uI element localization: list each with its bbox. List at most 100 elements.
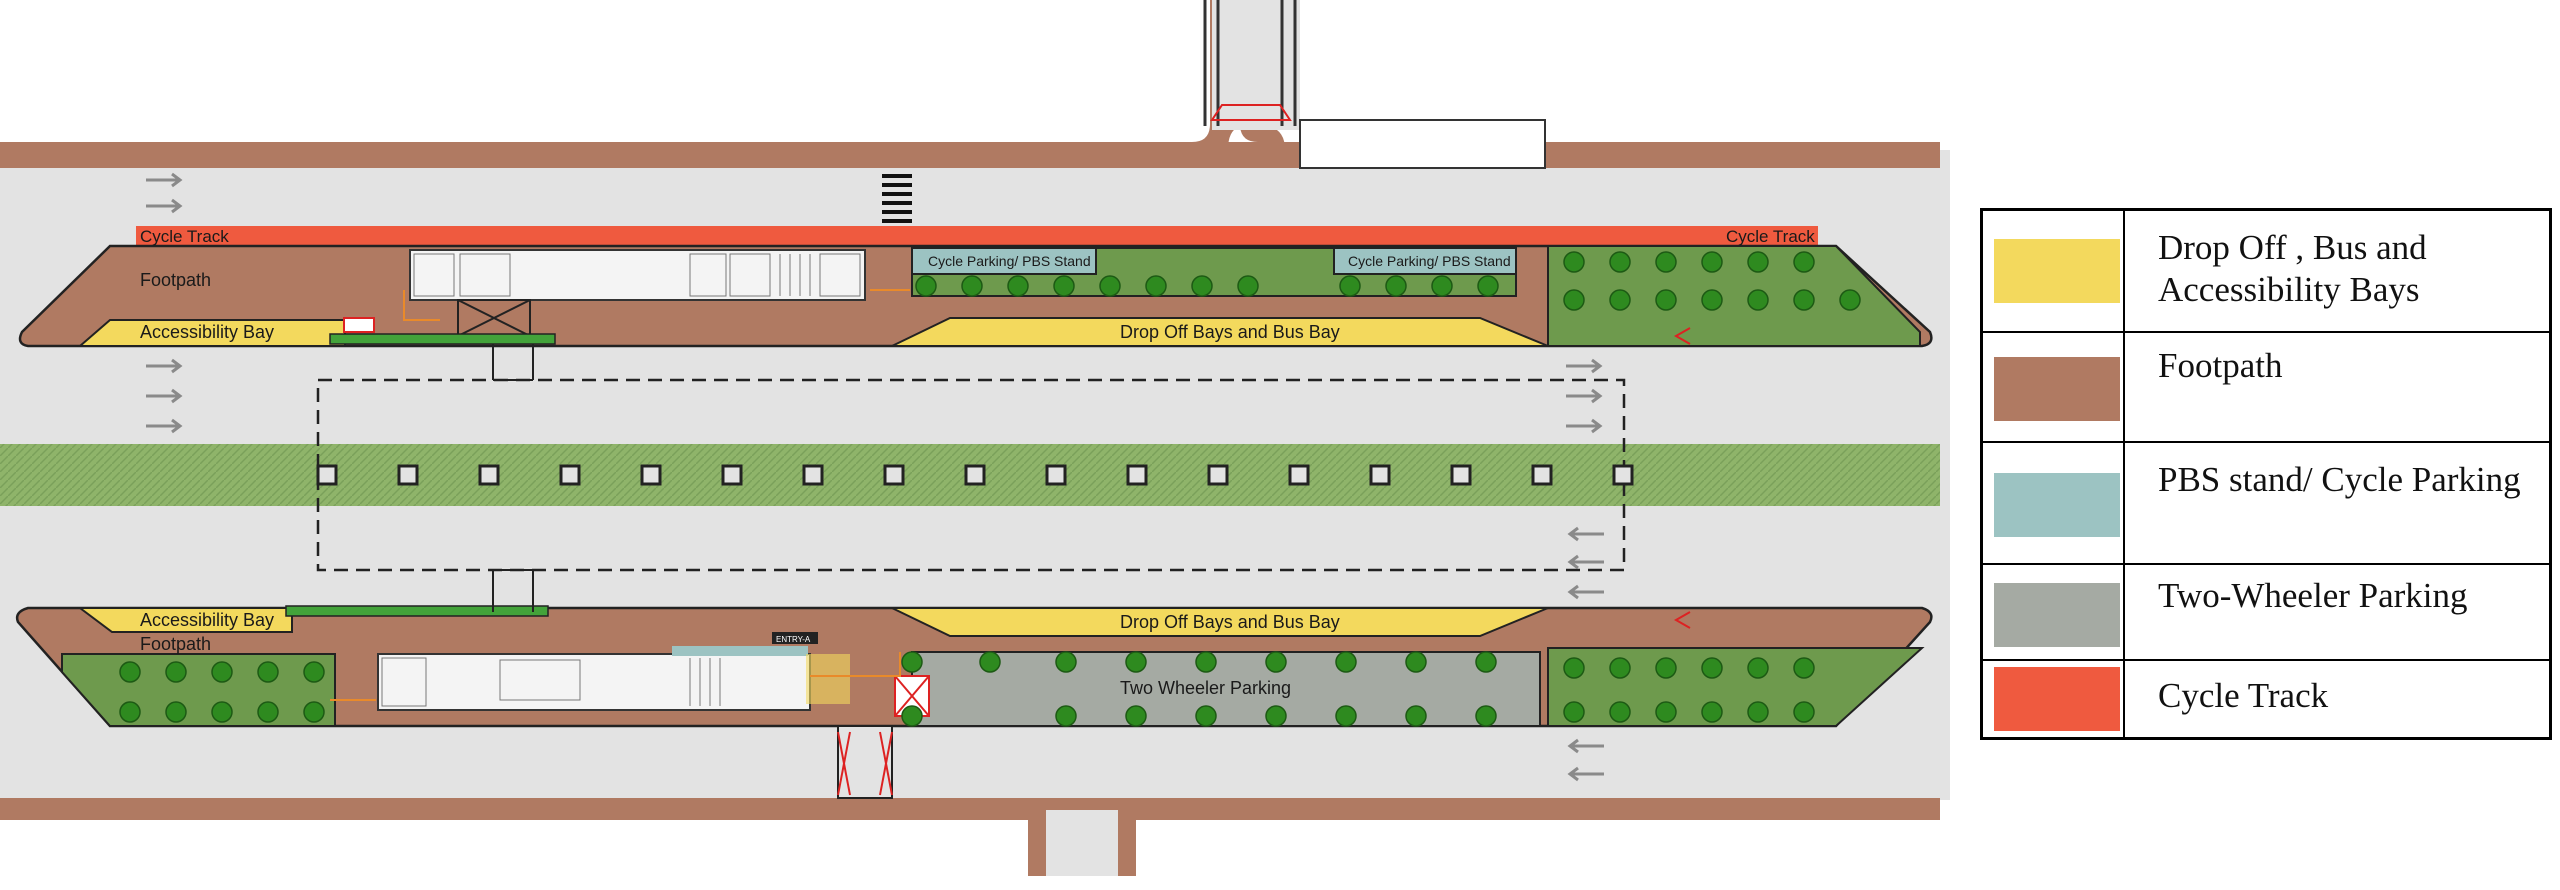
tree-icon <box>1563 701 1585 723</box>
pier <box>1450 464 1472 486</box>
label-footpath-top: Footpath <box>140 270 211 290</box>
tree-icon <box>1191 275 1213 297</box>
legend-divider <box>2123 211 2125 737</box>
tree-icon <box>1405 705 1427 727</box>
tree-icon <box>901 705 923 727</box>
pier <box>1207 464 1229 486</box>
bottom-drop-off-bay <box>891 607 1549 637</box>
tree-icon <box>1793 701 1815 723</box>
arrow-right-icon <box>146 388 183 404</box>
legend: Drop Off , Bus and Accessibility Bays Fo… <box>1980 208 2552 740</box>
tree-icon <box>1747 289 1769 311</box>
top-crosswalk <box>882 174 912 223</box>
pier <box>1126 464 1148 486</box>
trees <box>119 251 1861 727</box>
traffic-arrows <box>146 172 1604 782</box>
tree-icon <box>165 661 187 683</box>
pier <box>1045 464 1067 486</box>
arrow-left-icon <box>1567 584 1604 600</box>
pier <box>964 464 986 486</box>
legend-label-pbs: PBS stand/ Cycle Parking <box>2158 460 2521 499</box>
pier <box>316 464 338 486</box>
station-building-bottom <box>377 653 811 711</box>
arrow-left-icon <box>1567 766 1604 782</box>
tree-icon <box>119 701 141 723</box>
south-road-branch-right <box>1118 798 1136 876</box>
north-road-branch <box>1212 0 1300 130</box>
pier <box>1612 464 1634 486</box>
arrow-right-icon <box>1566 358 1603 374</box>
tree-icon <box>1385 275 1407 297</box>
legend-swatch-two-wheeler <box>1994 583 2120 647</box>
bottom-accessibility-bay <box>77 607 293 633</box>
tree-icon <box>1747 657 1769 679</box>
tree-icon <box>1477 275 1499 297</box>
tree-icon <box>1007 275 1029 297</box>
bottom-perimeter-footpath <box>0 798 1940 820</box>
tree-icon <box>1701 657 1723 679</box>
bottom-green-right <box>1547 647 1925 727</box>
tree-icon <box>1145 275 1167 297</box>
legend-row-footpath: Footpath <box>1983 333 2549 443</box>
tree-icon <box>1335 705 1357 727</box>
red-chevron-bottom <box>1673 611 1691 629</box>
top-pbs-left <box>911 247 1097 275</box>
top-accessibility-bay <box>77 319 346 347</box>
arrow-right-icon <box>146 198 183 214</box>
pier <box>559 464 581 486</box>
pier <box>802 464 824 486</box>
arrow-right-icon <box>146 358 183 374</box>
arrow-right-icon <box>1566 388 1603 404</box>
label-cycle-parking-left: Cycle Parking/ PBS Stand <box>928 253 1091 269</box>
tree-icon <box>979 651 1001 673</box>
tree-icon <box>165 701 187 723</box>
pier <box>883 464 905 486</box>
tree-icon <box>1125 705 1147 727</box>
arrow-right-icon <box>1566 418 1603 434</box>
tree-icon <box>1655 657 1677 679</box>
label-cycle-parking-right: Cycle Parking/ PBS Stand <box>1348 253 1511 269</box>
entry-a-sign <box>772 632 818 644</box>
tree-icon <box>1475 651 1497 673</box>
tree-icon <box>1609 289 1631 311</box>
pier <box>640 464 662 486</box>
tree-icon <box>1793 251 1815 273</box>
tree-icon <box>1747 251 1769 273</box>
tree-icon <box>1475 705 1497 727</box>
tree-icon <box>1265 705 1287 727</box>
label-drop-off-bottom: Drop Off Bays and Bus Bay <box>1120 612 1340 632</box>
tree-icon <box>1405 651 1427 673</box>
legend-swatch-pbs <box>1994 473 2120 537</box>
legend-label-two-wheeler: Two-Wheeler Parking <box>2158 576 2468 615</box>
tree-icon <box>1793 657 1815 679</box>
legend-label-footpath: Footpath <box>2158 346 2283 385</box>
tree-icon <box>1335 651 1357 673</box>
station-building-top <box>409 249 866 301</box>
bottom-green-left <box>61 653 336 727</box>
tree-icon <box>1563 251 1585 273</box>
tree-icon <box>961 275 983 297</box>
tree-icon <box>1655 289 1677 311</box>
top-perimeter-edge <box>0 142 1940 168</box>
legend-swatch-drop-off <box>1994 239 2120 303</box>
arrow-right-icon <box>146 172 183 188</box>
label-cycle-track-left: Cycle Track <box>140 227 229 246</box>
median-piers <box>316 464 1634 486</box>
tree-icon <box>1125 651 1147 673</box>
tree-icon <box>1655 701 1677 723</box>
tree-icon <box>303 661 325 683</box>
pier <box>1369 464 1391 486</box>
tree-icon <box>1793 289 1815 311</box>
legend-row-two-wheeler: Two-Wheeler Parking <box>1983 565 2549 661</box>
tree-icon <box>1195 705 1217 727</box>
arrow-right-icon <box>146 418 183 434</box>
legend-label-drop-off: Drop Off , Bus and Accessibility Bays <box>2158 228 2427 309</box>
tree-icon <box>1055 705 1077 727</box>
arrow-left-icon <box>1567 738 1604 754</box>
top-green-right <box>1547 245 1921 347</box>
legend-row-drop-off: Drop Off , Bus and Accessibility Bays <box>1983 211 2549 333</box>
tree-icon <box>1563 657 1585 679</box>
tree-icon <box>211 661 233 683</box>
tree-icon <box>915 275 937 297</box>
legend-row-pbs: PBS stand/ Cycle Parking <box>1983 443 2549 565</box>
